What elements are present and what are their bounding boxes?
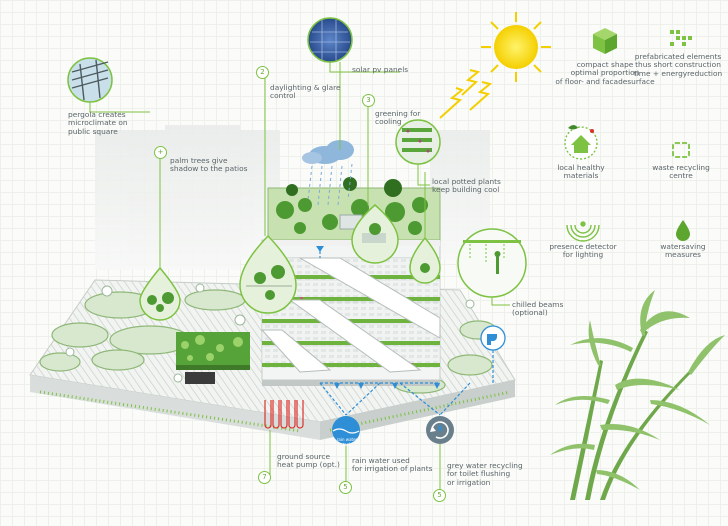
solar-label: solar pv panels [352, 65, 409, 74]
courtyard-garden [176, 332, 250, 384]
water-drop-icon [676, 220, 690, 241]
cube-icon [593, 28, 617, 54]
plant-bubble-2 [239, 234, 297, 314]
pergola-label: pergola creates microclimate on public s… [68, 110, 128, 136]
rain-water-tank-icon [332, 416, 360, 444]
leader-lines [89, 62, 510, 492]
sun-rays [439, 69, 493, 119]
plant-bubble-3 [351, 204, 399, 264]
plant-bubble-4 [409, 236, 441, 284]
plant-bubble-1 [139, 266, 181, 321]
eco-house-icon [564, 125, 598, 160]
sensor-waves-icon [566, 221, 600, 242]
ground-source-pipes [264, 400, 304, 429]
solar-photo [307, 17, 353, 63]
rain-tank-badge: rain water tank [336, 437, 358, 447]
grey-water-label: grey water recycling for toilet flushing… [447, 461, 523, 487]
legend-presence-label: presence detector for lighting [549, 242, 617, 260]
prefab-elements-icon [670, 30, 692, 46]
daylight-label: daylighting & glare control [270, 83, 341, 101]
bamboo-plant [550, 290, 725, 500]
step-number-2: 2 [256, 66, 269, 79]
greening-label: greening for cooling [375, 109, 421, 127]
chilled-beams-label: chilled beams (optional) [512, 300, 564, 318]
legend-waste-label: waste recycling centre [652, 163, 710, 181]
step-number-5-grey: 5 [433, 489, 446, 502]
step-number-3: 3 [362, 94, 375, 107]
pergola-photo [67, 57, 113, 103]
legend-compact-label: compact shape optimal proportion of floo… [555, 60, 655, 86]
legend-materials-label: local healthy materials [557, 163, 605, 181]
legend-water-label: watersaving measures [660, 242, 706, 260]
sun-icon [481, 12, 551, 82]
step-number-7: 7 [258, 471, 271, 484]
legend-prefab-label: prefabricated elements thus short constr… [633, 52, 723, 78]
rain-water-label: rain water used for irrigation of plants [352, 456, 433, 474]
grey-water-recycling-icon [426, 416, 454, 444]
step-number-5-rain: 5 [339, 481, 352, 494]
potted-plants-label: local potted plants keep building cool [432, 177, 501, 195]
ground-source-label: ground source heat pump (opt.) [277, 452, 340, 470]
chilled-beams-inset [457, 228, 527, 298]
toilet-inset [480, 325, 506, 351]
palm-label: palm trees give shadow to the patios [170, 156, 248, 174]
palm-marker: + [154, 146, 167, 159]
main-building [260, 239, 441, 386]
recycling-icon [672, 142, 690, 158]
rain-cloud [302, 140, 354, 206]
